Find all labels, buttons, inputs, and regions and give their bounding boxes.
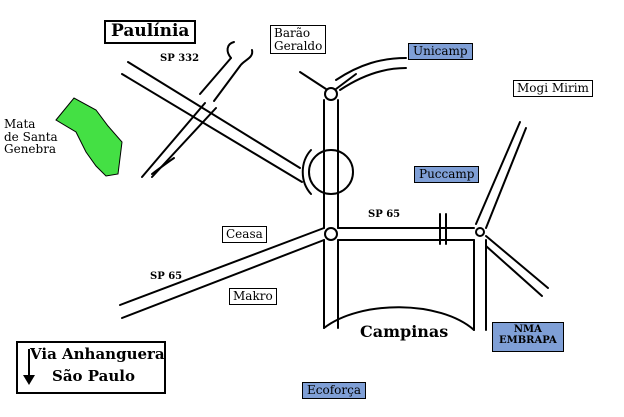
mata-line-3: Genebra [4,142,57,157]
makro-label: Makro [229,288,277,305]
road-mata-stub [151,157,175,175]
unicamp-label: Unicamp [408,43,473,60]
mata-line-1: Mata [4,117,36,131]
road-to-barao [299,71,357,90]
road-east-north [475,121,527,229]
ceasa-label: Ceasa [222,226,267,243]
mogi-mirim-label: Mogi Mirim [513,80,593,97]
down-arrow-icon [23,349,35,385]
road-sp65-east [337,227,475,241]
road-main-north [323,99,339,229]
nma-line-2: EMBRAPA [499,334,557,346]
barao-line-1: Barão [274,26,311,40]
sp332-label: SP 332 [160,53,200,64]
mata-line-2: de Santa [4,129,58,144]
legend-line-1: Via Anhanguera [30,345,165,363]
legend-line-2: São Paulo [52,367,135,385]
road-sp65-west [119,227,325,319]
road-main-south [323,239,339,329]
mata-label: Mata de Santa Genebra [4,118,58,156]
barao-line-2: Geraldo [274,38,323,53]
nma-embrapa-label: NMA EMBRAPA [492,322,564,352]
road-east-south [473,239,487,331]
roundabout-middle [308,149,354,195]
road-mata [141,102,217,178]
forest-area [55,97,123,177]
road-sp65-bridge [439,213,447,245]
sp65-west-label: SP 65 [150,271,183,282]
legend-box: Via Anhanguera São Paulo [16,341,166,394]
road-paulinia-branch [199,57,241,102]
barao-geraldo-label: Barão Geraldo [270,25,327,55]
roundabout-ramp [301,149,312,195]
roundabout-east [475,227,485,237]
paulinia-label: Paulínia [104,20,197,44]
road-sp332 [121,61,303,183]
campinas-label: Campinas [360,322,449,341]
nma-line-1: NMA [513,324,542,335]
sp65-east-label: SP 65 [368,209,401,220]
road-east-southeast [485,235,549,297]
road-campinas-arc [323,306,475,331]
road-to-unicamp [335,57,407,91]
roundabout-top [324,87,338,101]
puccamp-label: Puccamp [414,166,480,183]
roundabout-lower [324,227,338,241]
road-paulinia-curve [226,41,254,67]
ecoforca-label: Ecoforça [302,382,366,399]
